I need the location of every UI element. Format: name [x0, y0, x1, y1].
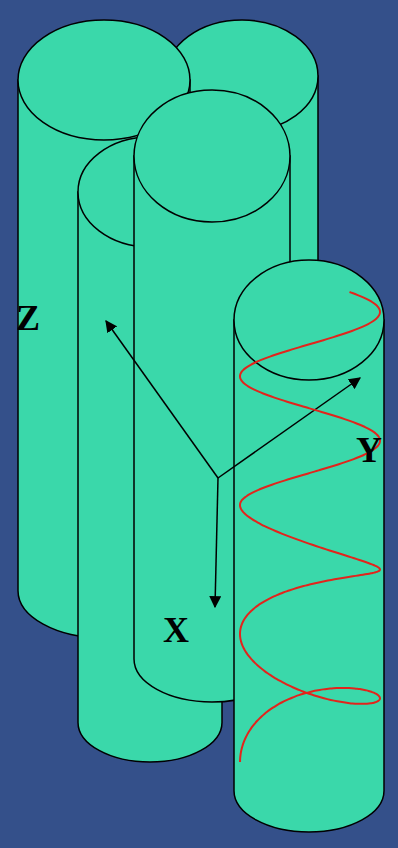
cylinder-top	[134, 90, 290, 222]
axis-label: X	[163, 612, 189, 648]
axis-label: Z	[16, 300, 40, 336]
axis-lines	[106, 321, 360, 607]
helix-cylinder	[234, 260, 384, 832]
helix-wave	[240, 292, 380, 762]
axis-label: Y	[356, 432, 382, 468]
cylinder-body	[234, 320, 384, 832]
